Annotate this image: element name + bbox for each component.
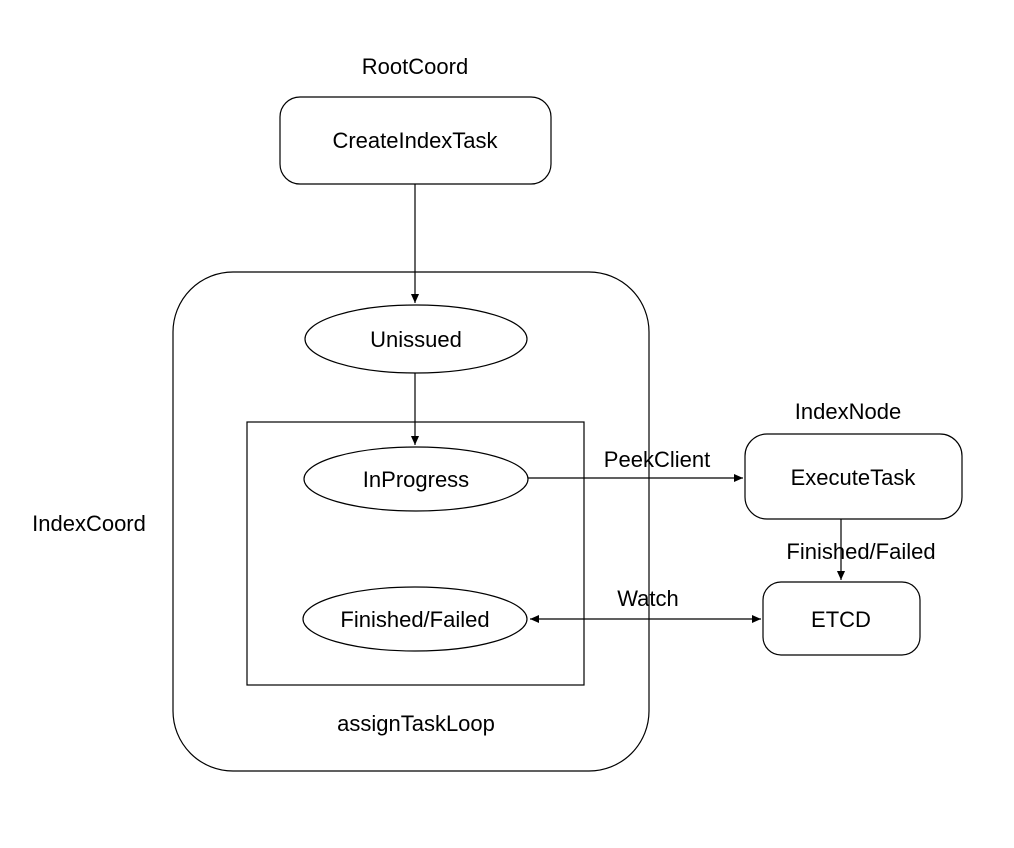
assign-task-loop-container — [246, 421, 585, 686]
in-progress-node — [303, 446, 529, 512]
index-node-title: IndexNode — [795, 399, 901, 424]
unissued-label: Unissued — [370, 327, 462, 352]
unissued-node — [304, 304, 528, 374]
etcd-label: ETCD — [811, 607, 871, 632]
execute-task-label: ExecuteTask — [791, 465, 917, 490]
finished-failed-label: Finished/Failed — [340, 607, 489, 632]
watch-edge-label: Watch — [617, 586, 679, 611]
peek-client-edge-label: PeekClient — [604, 447, 710, 472]
create-index-task-label: CreateIndexTask — [332, 128, 498, 153]
etcd-node — [762, 581, 921, 656]
finished-failed-edge-label: Finished/Failed — [786, 539, 935, 564]
root-coord-title: RootCoord — [362, 54, 468, 79]
index-coord-container — [172, 271, 650, 772]
index-coord-title: IndexCoord — [32, 511, 146, 536]
in-progress-label: InProgress — [363, 467, 469, 492]
finished-failed-node — [302, 586, 528, 652]
assign-task-loop-title: assignTaskLoop — [337, 711, 495, 736]
execute-task-node — [744, 433, 963, 520]
